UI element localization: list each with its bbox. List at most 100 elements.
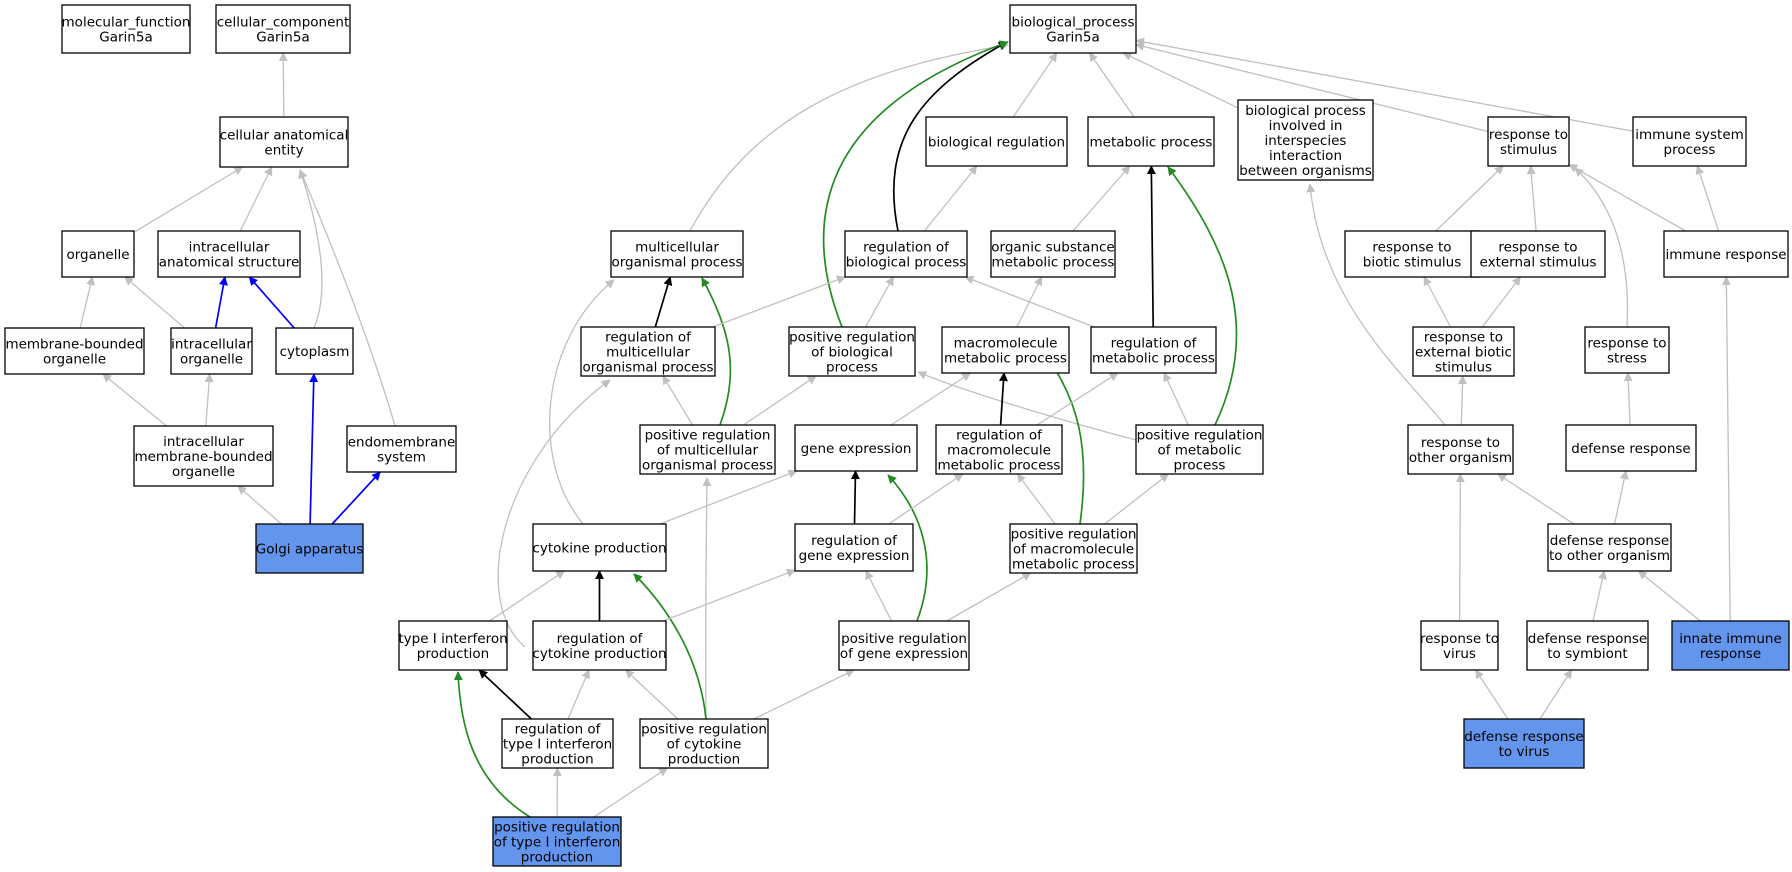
node-label: metabolic process: [938, 458, 1061, 474]
node-label: response to: [1372, 240, 1451, 256]
node-label: response to: [1498, 240, 1577, 256]
edge-mmp-to-osmp: [1016, 276, 1043, 328]
edge-imbo-to-mbo: [102, 373, 168, 427]
node-box: [1671, 620, 1790, 671]
node-label: biological regulation: [928, 135, 1065, 151]
edge-posregbp-to-regbp: [865, 276, 894, 328]
node-label: regulation of: [515, 722, 602, 738]
node-ge[interactable]: gene expression: [794, 424, 918, 472]
edge-metab-to-bp: [1089, 52, 1135, 118]
node-organelle[interactable]: organelle: [61, 230, 135, 278]
node-box: [935, 424, 1063, 475]
node-box: [1009, 523, 1138, 574]
node-label: positive regulation: [641, 722, 767, 738]
node-label: metabolic process: [944, 351, 1067, 367]
edge-posregmp-to-metab: [1167, 166, 1238, 426]
node-box: [532, 620, 667, 671]
node-box: [1487, 116, 1570, 167]
node-metab[interactable]: metabolic process: [1087, 116, 1215, 167]
node-label: regulation of: [605, 330, 692, 346]
node-defresp[interactable]: defense response: [1565, 424, 1697, 472]
edge-drtv-to-rtv: [1475, 669, 1509, 720]
edge-cytoplasm-to-ias: [248, 276, 295, 329]
edge-regmmp-to-mmp: [998, 372, 1008, 426]
node-label: metabolic process: [1090, 135, 1213, 151]
node-box: [1420, 620, 1499, 671]
edge-mop-to-bp: [689, 41, 1009, 232]
node-box: [1009, 4, 1137, 54]
node-label: to other organism: [1549, 548, 1670, 564]
node-box: [639, 424, 776, 475]
node-label: multicellular: [606, 345, 690, 361]
edge-rtebs-to-rtes: [1481, 276, 1521, 328]
node-ir[interactable]: immune response: [1663, 230, 1789, 278]
node-cytoplasm[interactable]: cytoplasm: [275, 327, 354, 375]
node-label: stress: [1607, 351, 1647, 367]
node-label: organismal process: [582, 360, 713, 376]
node-label: organelle: [43, 352, 106, 368]
node-box: [788, 326, 916, 377]
node-golgi[interactable]: Golgi apparatus: [255, 523, 364, 574]
edge-drtv-to-drts: [1539, 669, 1573, 720]
edge-rtoo-to-rtebs: [1458, 375, 1468, 426]
node-box: [1344, 230, 1480, 278]
node-cp[interactable]: cytokine production: [532, 523, 667, 572]
edge-regmmp-to-regmp: [1036, 372, 1119, 426]
node-box: [275, 327, 354, 375]
node-box: [61, 4, 191, 54]
edge-posregmmp-to-posregmp: [1104, 473, 1170, 525]
node-box: [794, 424, 918, 472]
node-label: system: [377, 450, 426, 466]
node-label: to symbiont: [1547, 646, 1627, 662]
node-box: [1470, 230, 1606, 278]
node-label: positive regulation: [494, 820, 620, 836]
node-label: production: [521, 850, 594, 866]
edge-regge-to-ge: [850, 470, 860, 525]
node-bioreg[interactable]: biological regulation: [925, 116, 1068, 167]
node-label: organelle: [180, 352, 243, 368]
node-label: regulation of: [1111, 336, 1198, 352]
node-label: external stimulus: [1480, 255, 1597, 271]
